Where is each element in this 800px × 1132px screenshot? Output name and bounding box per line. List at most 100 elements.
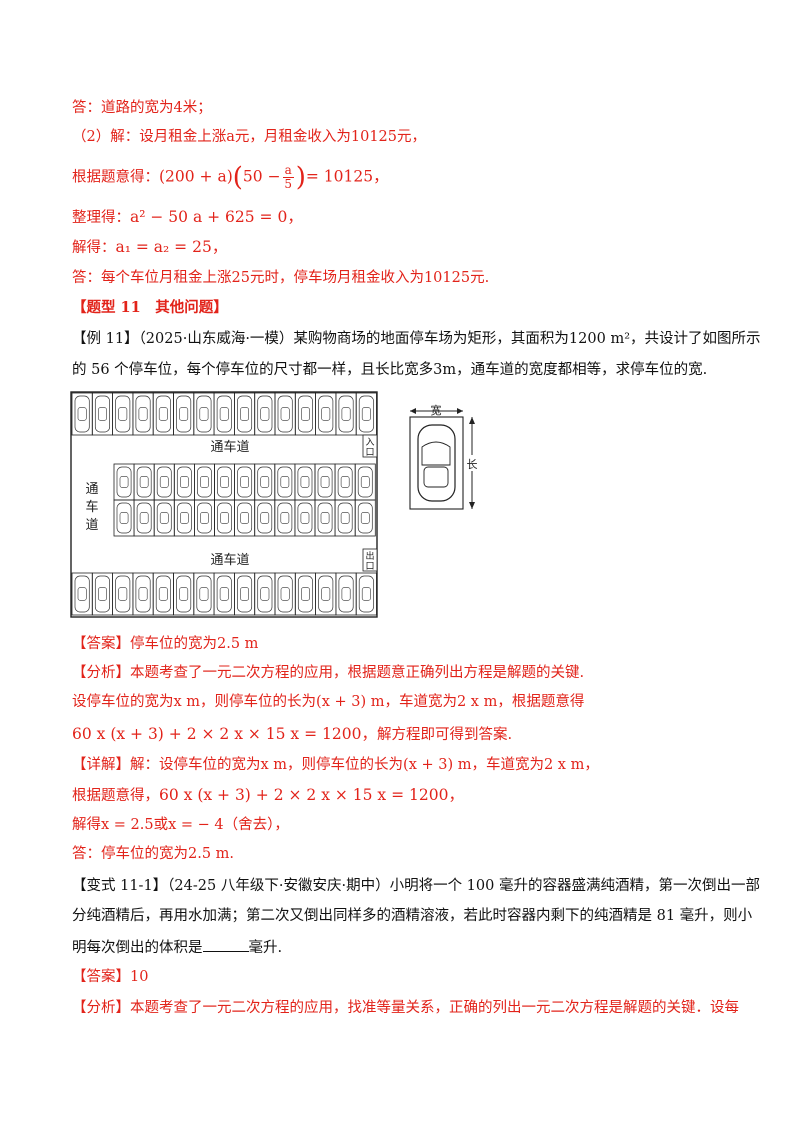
- answer-line: 【答案】停车位的宽为2.5 m: [72, 634, 740, 654]
- parking-stall: [234, 463, 256, 501]
- parking-stall: [113, 463, 135, 501]
- eq-simplified: a² − 50 a + 625 = 0，: [130, 208, 303, 226]
- analysis-text: 本题考查了一元二次方程的应用，根据题意正确列出方程是解题的关键.: [130, 665, 585, 681]
- variant-line-2: 分纯酒精后，再用水加满；第二次又倒出同样多的酒精溶液，若此时容器内剩下的纯酒精是…: [72, 908, 753, 924]
- line-prefix: 根据题意得：: [72, 169, 159, 186]
- analysis-eq-note: 解方程即可得到答案.: [376, 727, 513, 743]
- eq-part-b: 50 −: [242, 167, 281, 186]
- parking-stall: [314, 499, 336, 537]
- car-body: [417, 424, 456, 502]
- fraction-numerator: a: [282, 163, 294, 178]
- parking-stalls: [71, 392, 377, 616]
- width-label: 宽: [431, 403, 442, 417]
- car-windshield: [421, 441, 451, 466]
- lot-boundary: [70, 391, 378, 618]
- parking-stall: [355, 572, 377, 616]
- arrow-left: [410, 408, 416, 414]
- equation-line-3: 解得：a₁ = a₂ = 25，: [72, 237, 740, 258]
- parking-stall: [213, 572, 235, 616]
- analysis-setup: 设停车位的宽为x m，则停车位的长为(x + 3) m，车道宽为2 x m，根据…: [72, 694, 585, 710]
- length-label-bg: [466, 455, 478, 471]
- parking-stall: [132, 572, 154, 616]
- detail-eq: 60 x (x + 3) + 2 × 2 x × 15 x = 1200，: [159, 786, 464, 804]
- line-prefix: 整理得：: [72, 210, 130, 226]
- parking-stall: [91, 392, 113, 436]
- detail-solution: 解得x = 2.5或x = − 4（舍去），: [72, 817, 289, 833]
- analysis-line: 【分析】本题考查了一元二次方程的应用，根据题意正确列出方程是解题的关键.: [72, 663, 740, 683]
- exit-label-2: 口: [365, 562, 374, 572]
- variant-text: （24-25 八年级下·安徽安庆·期中）小明将一个 100 毫升的容器盛满纯酒精…: [167, 878, 760, 894]
- answer-blank: [202, 937, 249, 952]
- parking-stall: [335, 572, 357, 616]
- line-prefix: 根据题意得，: [72, 788, 159, 804]
- entrance-label-2: 口: [365, 448, 374, 458]
- parking-stall: [315, 392, 337, 436]
- parking-stall: [132, 392, 154, 436]
- parking-stall: [335, 392, 357, 436]
- exit-label-1: 出: [365, 550, 374, 562]
- variant-line-1: 【变式 11-1】（24-25 八年级下·安徽安庆·期中）小明将一个 100 毫…: [72, 876, 760, 896]
- parking-stall: [91, 572, 113, 616]
- variant-answer: 【答案】10: [72, 967, 740, 987]
- parking-stall: [254, 572, 276, 616]
- line-prefix: 解得：: [72, 240, 116, 256]
- parking-stall: [193, 392, 215, 436]
- eq-part-c: = 10125，: [305, 167, 389, 186]
- arrow-up: [469, 417, 475, 424]
- detail-text: 解：设停车位的宽为x m，则停车位的长为(x + 3) m，车道宽为2 x m，: [130, 757, 599, 773]
- parking-stall: [112, 392, 134, 436]
- parking-stall: [214, 499, 236, 537]
- parking-lot-figure: 通车道 通车道 通 车 道 入 口 出 口 宽 长: [70, 391, 478, 618]
- parking-stall: [173, 499, 195, 537]
- answer-tag: 【答案】: [72, 969, 130, 985]
- variant-tag: 【变式 11-1】: [72, 878, 168, 894]
- parking-stall: [315, 572, 337, 616]
- detail-answer: 答：停车位的宽为2.5 m.: [72, 846, 235, 862]
- solution-part-2: （2）解：设月租金上涨a元，月租金收入为10125元，: [72, 129, 426, 145]
- analysis-tag: 【分析】: [72, 665, 130, 681]
- detail-line: 【详解】解：设停车位的宽为x m，则停车位的长为(x + 3) m，车道宽为2 …: [72, 755, 740, 775]
- parking-stall: [194, 463, 215, 501]
- fraction-denominator: 5: [284, 177, 292, 191]
- parking-stall: [112, 572, 134, 616]
- parking-stall: [173, 572, 195, 616]
- parking-stall: [133, 499, 155, 537]
- exit-box: [362, 548, 378, 572]
- parking-stall: [153, 463, 175, 501]
- detail-equation: 根据题意得，60 x (x + 3) + 2 × 2 x × 15 x = 12…: [72, 785, 740, 806]
- parking-stall: [233, 572, 256, 616]
- variant-analysis: 【分析】本题考查了一元二次方程的应用，找准等量关系，正确的列出一元二次方程是解题…: [72, 998, 740, 1018]
- parking-stall: [294, 499, 316, 537]
- answer-rent: 答：每个车位月租金上涨25元时，停车场月租金收入为10125元.: [72, 270, 490, 286]
- parking-stall: [254, 392, 276, 436]
- parking-stall: [274, 499, 296, 537]
- arrow-right: [457, 408, 463, 414]
- road-label-left-3: 道: [85, 518, 98, 533]
- parking-stall: [294, 463, 316, 501]
- parking-stall: [274, 572, 296, 616]
- parking-stall: [355, 392, 377, 436]
- analysis-text: 本题考查了一元二次方程的应用，找准等量关系，正确的列出一元二次方程是解题的关键．…: [130, 1000, 739, 1016]
- entrance-box: [362, 434, 378, 458]
- answer-tag: 【答案】: [72, 636, 130, 652]
- detail-tag: 【详解】: [72, 757, 130, 773]
- analysis-equation: 60 x (x + 3) + 2 × 2 x × 15 x = 1200，解方程…: [72, 724, 740, 745]
- eq-solution: a₁ = a₂ = 25，: [115, 238, 228, 256]
- road-label-left-1: 通: [85, 482, 98, 497]
- variant-text-b: 毫升.: [248, 940, 283, 956]
- variant-line-3: 明每次倒出的体积是毫升.: [72, 937, 740, 958]
- parking-stall: [233, 392, 256, 436]
- section-title: 【题型 11 其他问题】: [72, 299, 228, 316]
- parking-stall: [173, 463, 195, 501]
- parking-stall: [254, 463, 276, 501]
- parking-stall: [71, 392, 93, 436]
- parking-stall: [294, 572, 317, 616]
- right-paren: ): [295, 162, 306, 193]
- parking-stall: [274, 463, 296, 501]
- example-11-line-2: 的 56 个停车位，每个停车位的尺寸都一样，且长比宽多3m，通车道的宽度都相等，…: [72, 362, 708, 378]
- equation-line-2: 整理得：a² − 50 a + 625 = 0，: [72, 207, 740, 228]
- parking-stall: [294, 392, 317, 436]
- road-label-left-2: 车: [85, 499, 98, 515]
